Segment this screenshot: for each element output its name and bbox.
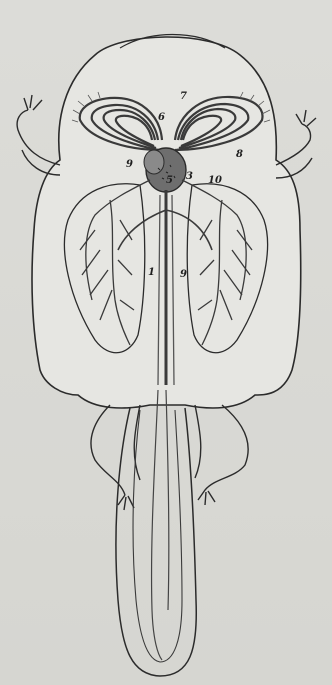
label-1: 1 (148, 268, 155, 278)
atrium (144, 150, 164, 174)
label-5: 5 (166, 176, 173, 186)
label-8: 8 (236, 150, 243, 160)
label-9-lower: 9 (180, 270, 187, 280)
label-3: 3 (186, 172, 193, 182)
tail-inner-fin (133, 410, 182, 662)
label-10: 10 (208, 176, 222, 186)
label-9-upper: 9 (126, 160, 133, 170)
caudal-vessel (152, 390, 169, 660)
right-hindlimb (195, 405, 248, 505)
label-6: 6 (158, 113, 165, 123)
label-7: 7 (180, 92, 187, 102)
left-hindlimb (91, 405, 140, 510)
left-forelimb (17, 95, 60, 175)
tail-outline (116, 408, 196, 676)
